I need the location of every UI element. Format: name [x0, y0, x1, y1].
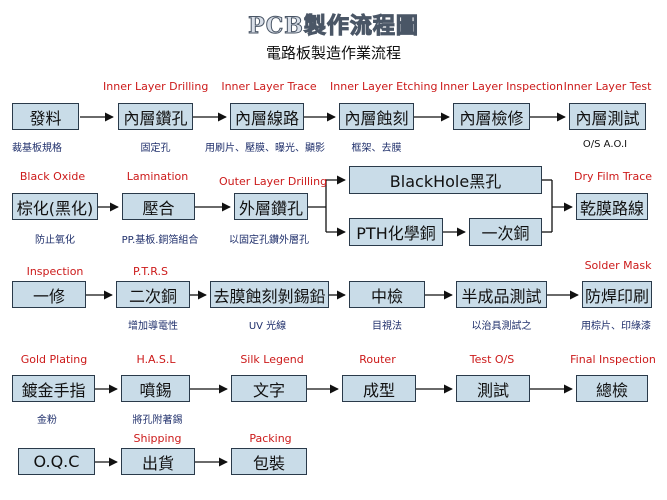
step-dry-film-trace: 乾膜路線	[576, 193, 648, 220]
step-english-label: Inner Layer Drilling	[103, 80, 209, 93]
step-inner-layer-etching: 內層蝕刻	[339, 103, 414, 130]
step-note: 防止氧化	[35, 235, 75, 246]
step-first-copper: 一次銅	[469, 218, 542, 246]
step-english-label: Inner Layer Test	[563, 80, 652, 93]
step-english-label: Lamination	[126, 170, 189, 183]
step-english-label: Final Inspection	[570, 353, 656, 366]
step-test-os: 測試	[456, 375, 530, 402]
step-note: 用棕片、印綠漆	[581, 321, 651, 332]
step-mid-inspection: 中檢	[349, 281, 425, 308]
step-note: UV 光線	[248, 321, 287, 332]
step-second-copper: 二次銅	[116, 281, 190, 308]
step-note: 金粉	[37, 415, 57, 426]
step-english-label: Inner Layer Trace	[221, 80, 317, 93]
step-oqc: O.Q.C	[18, 448, 95, 475]
step-solder-mask: 防焊印刷	[582, 281, 652, 308]
step-outer-layer-drilling: 外層鑽孔	[234, 193, 308, 220]
step-note: PP.基板.銅箔組合	[121, 235, 199, 246]
step-english-label: Black Oxide	[19, 170, 86, 183]
page-subtitle: 電路板製造作業流程	[265, 44, 401, 62]
step-material-issue: 發料	[12, 103, 79, 130]
step-blackhole: BlackHole黑孔	[349, 166, 542, 194]
step-semi-finished-test: 半成品測試	[456, 281, 547, 308]
step-packing: 包裝	[231, 448, 307, 475]
step-english-label: Inner Layer Etching	[330, 80, 438, 93]
step-note: 以治具測試之	[471, 321, 532, 332]
step-shipping: 出貨	[121, 448, 195, 475]
step-note: O/S A.O.I	[582, 139, 628, 150]
step-silk-legend: 文字	[231, 375, 307, 402]
step-final-inspection: 總檢	[576, 375, 648, 402]
step-inner-layer-inspection: 內層檢修	[453, 103, 530, 130]
step-note: 將孔附著錫	[132, 415, 183, 426]
step-gold-plating: 鍍金手指	[12, 375, 95, 402]
step-router: 成型	[342, 375, 416, 402]
step-note: 用刷片、壓膜、曝光、顯影	[205, 143, 325, 154]
step-english-label: Solder Mask	[584, 259, 652, 272]
step-english-label: Gold Plating	[20, 353, 88, 366]
step-inner-layer-trace: 內層線路	[230, 103, 304, 130]
step-english-label: P.T.R.S	[132, 265, 169, 278]
step-note: 以固定孔鑽外層孔	[229, 235, 309, 246]
step-english-label: Shipping	[133, 432, 182, 445]
step-english-label: H.A.S.L	[136, 353, 176, 366]
step-inner-layer-test: 內層測試	[569, 103, 646, 130]
step-english-label: Packing	[249, 432, 292, 445]
step-english-label: Dry Film Trace	[573, 170, 653, 183]
step-english-label: Router	[359, 353, 396, 366]
step-english-label: Inspection	[26, 265, 84, 278]
step-note: 框架、去膜	[351, 143, 402, 154]
step-english-label: Inner Layer Inspection	[440, 80, 563, 93]
step-english-label: Outer Layer Drilling	[219, 175, 328, 188]
step-first-repair: 一修	[12, 281, 86, 308]
step-strip-etch-strip-tin: 去膜蝕刻剝錫鉛	[210, 281, 329, 308]
step-note: 增加導電性	[128, 321, 178, 332]
step-note: 目視法	[372, 321, 402, 332]
step-lamination: 壓合	[122, 193, 195, 220]
step-note: 裁基板規格	[12, 143, 62, 154]
page-title: PCB製作流程圖	[248, 13, 419, 40]
step-english-label: Test O/S	[469, 353, 515, 366]
step-black-oxide: 棕化(黑化)	[12, 193, 98, 220]
step-english-label: Silk Legend	[240, 353, 304, 366]
step-pth-chemical-copper: PTH化學銅	[349, 218, 443, 246]
step-hasl: 噴錫	[121, 375, 190, 402]
step-inner-layer-drilling: 內層鑽孔	[118, 103, 193, 130]
step-note: 固定孔	[140, 143, 171, 154]
